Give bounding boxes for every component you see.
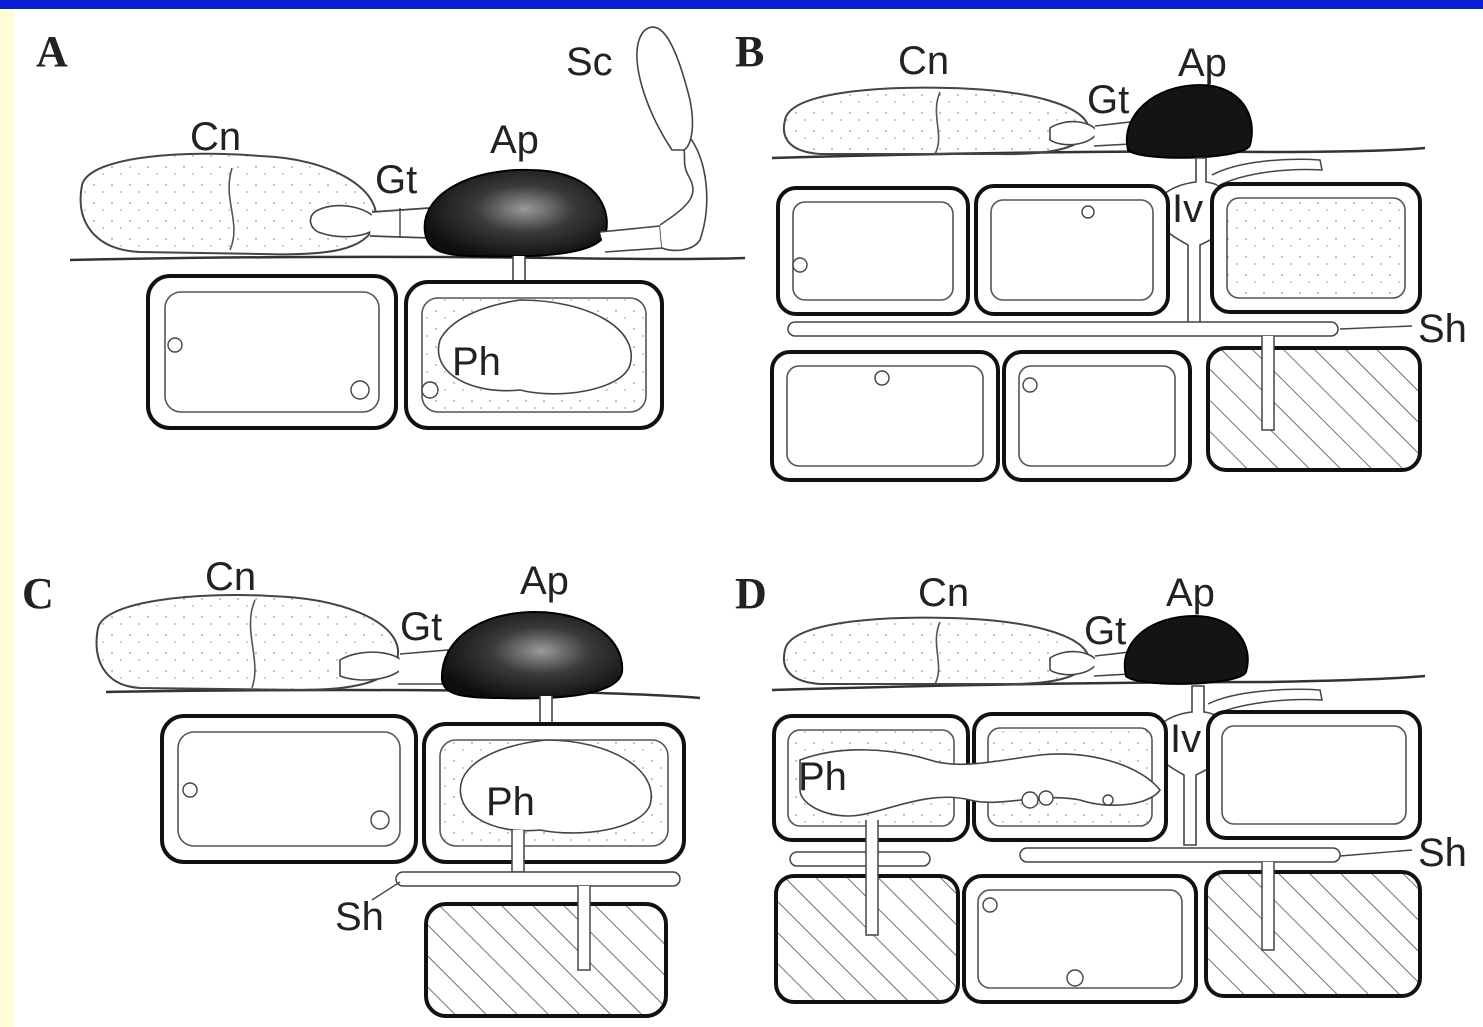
label-appressorium: Ap bbox=[1166, 571, 1215, 615]
label-secondary-conidium: Sc bbox=[566, 40, 613, 84]
panel-letter-c: C bbox=[22, 569, 54, 618]
colonized-cell bbox=[1208, 348, 1420, 470]
panel-letter-b: B bbox=[735, 27, 764, 76]
label-primary-hypha: Ph bbox=[486, 780, 535, 824]
label-invasive-vesicle: Iv bbox=[1170, 717, 1201, 761]
label-primary-hypha: Ph bbox=[452, 340, 501, 384]
conidium bbox=[81, 154, 380, 255]
germ-tube bbox=[398, 650, 448, 684]
label-secondary-hypha: Sh bbox=[1418, 307, 1467, 351]
conidium bbox=[784, 88, 1098, 154]
colonized-cell bbox=[1206, 872, 1420, 996]
panel-letter-a: A bbox=[36, 27, 68, 76]
conidium bbox=[784, 618, 1098, 684]
panel-c: C Cn Gt Ap Ph bbox=[22, 555, 700, 1016]
label-conidium: Cn bbox=[898, 39, 949, 83]
label-secondary-hypha: Sh bbox=[1418, 831, 1467, 875]
label-germ-tube: Gt bbox=[1087, 78, 1129, 122]
appressorium bbox=[1127, 85, 1252, 158]
panel-b: B bbox=[735, 27, 1467, 480]
colonized-cell bbox=[426, 904, 666, 1016]
secondary-hypha bbox=[1020, 848, 1340, 862]
secondary-hypha bbox=[396, 872, 680, 886]
label-conidium: Cn bbox=[918, 571, 969, 615]
panel-letter-d: D bbox=[735, 569, 767, 618]
leaf-surface-line bbox=[70, 257, 745, 260]
secondary-hypha bbox=[788, 322, 1338, 336]
appressorium bbox=[425, 170, 607, 257]
label-secondary-hypha: Sh bbox=[335, 895, 384, 939]
panel-d: D bbox=[735, 569, 1467, 1002]
label-invasive-vesicle: Iv bbox=[1172, 187, 1203, 231]
host-cell bbox=[976, 186, 1168, 314]
host-cell bbox=[1004, 352, 1190, 480]
label-conidium: Cn bbox=[205, 555, 256, 599]
label-appressorium: Ap bbox=[520, 559, 569, 603]
host-cell bbox=[162, 716, 416, 862]
label-appressorium: Ap bbox=[490, 118, 539, 162]
label-germ-tube: Gt bbox=[400, 605, 442, 649]
label-germ-tube: Gt bbox=[1084, 609, 1126, 653]
label-conidium: Cn bbox=[190, 115, 241, 159]
secondary-hypha bbox=[790, 852, 930, 866]
host-cell bbox=[778, 188, 968, 314]
leaf-surface-line bbox=[106, 690, 700, 698]
label-appressorium: Ap bbox=[1178, 41, 1227, 85]
host-cell bbox=[1208, 712, 1420, 838]
appressorium bbox=[1125, 616, 1248, 684]
secondary-conidium bbox=[637, 27, 693, 150]
panel-a: A bbox=[36, 27, 745, 428]
germ-tube bbox=[1094, 122, 1130, 146]
appressorium bbox=[442, 612, 622, 698]
label-primary-hypha: Ph bbox=[798, 755, 847, 799]
host-cell bbox=[148, 276, 396, 428]
conidium bbox=[97, 595, 405, 690]
label-germ-tube: Gt bbox=[375, 158, 417, 202]
